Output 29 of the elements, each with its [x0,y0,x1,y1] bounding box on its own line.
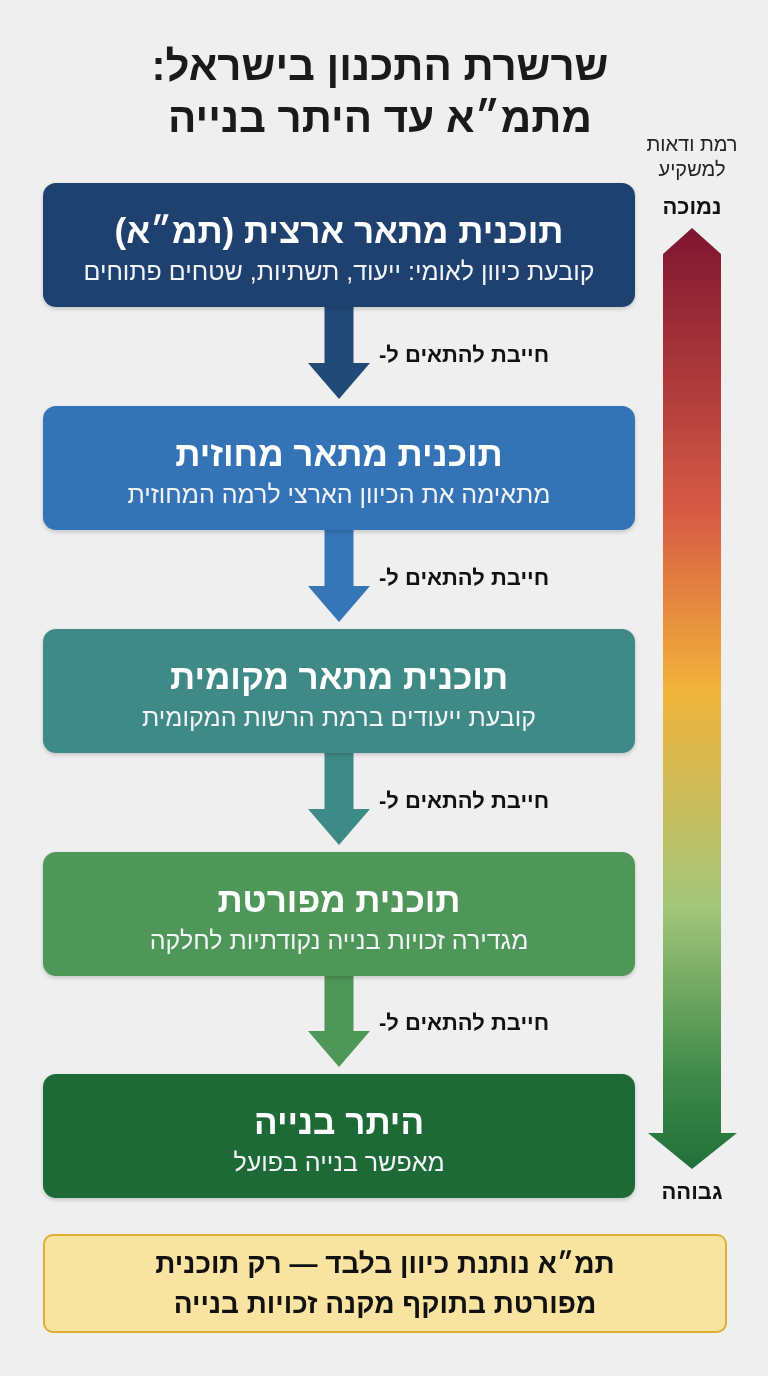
box-heading: תוכנית מפורטת [217,879,461,921]
box-heading: תוכנית מתאר ארצית (תמ״א) [114,210,564,252]
note-text: תמ״א נותנת כיוון בלבד — רק תוכנית מפורטת בתוקף מקנה זכויות בנייה [154,1246,616,1321]
edge-label: חייבת להתאים ל- [379,1009,550,1037]
arrow [308,753,370,845]
box-description: קובעת כיוון לאומי: ייעוד, תשתיות, שטחים פתוחים [83,256,595,287]
scale-end-label: נמוכה [661,193,723,221]
plan-box [43,183,635,307]
box-heading: תוכנית מתאר מחוזית [175,433,503,475]
edge-label: חייבת להתאים ל- [379,786,550,815]
arrow [308,307,370,399]
edge-label: חייבת להתאים ל- [379,340,550,369]
plan-box [43,1074,635,1198]
plan-box [43,629,635,753]
box-description: מגדירה זכויות בנייה נקודתיות לחלקה [149,925,529,956]
arrow [308,530,370,622]
scale-end-label: גבוהה [660,1178,724,1206]
box-description: מאפשר בנייה בפועל [233,1147,445,1178]
box-description: מתאימה את הכיוון הארצי לרמה המחוזית [127,479,551,510]
box-heading: תוכנית מתאר מקומית [169,656,509,698]
plan-box [43,852,635,976]
box-description: קובעת ייעודים ברמת הרשות המקומית [142,702,536,733]
plan-box [43,406,635,530]
scale-caption: רמת ודאות למשקיע [645,132,739,182]
title: שרשרת התכנון בישראל: מתמ״א עד היתר בנייה [150,41,610,143]
note-box [43,1234,727,1333]
box-heading: היתר בנייה [253,1101,425,1143]
arrow [308,976,370,1067]
edge-label: חייבת להתאים ל- [379,563,550,592]
